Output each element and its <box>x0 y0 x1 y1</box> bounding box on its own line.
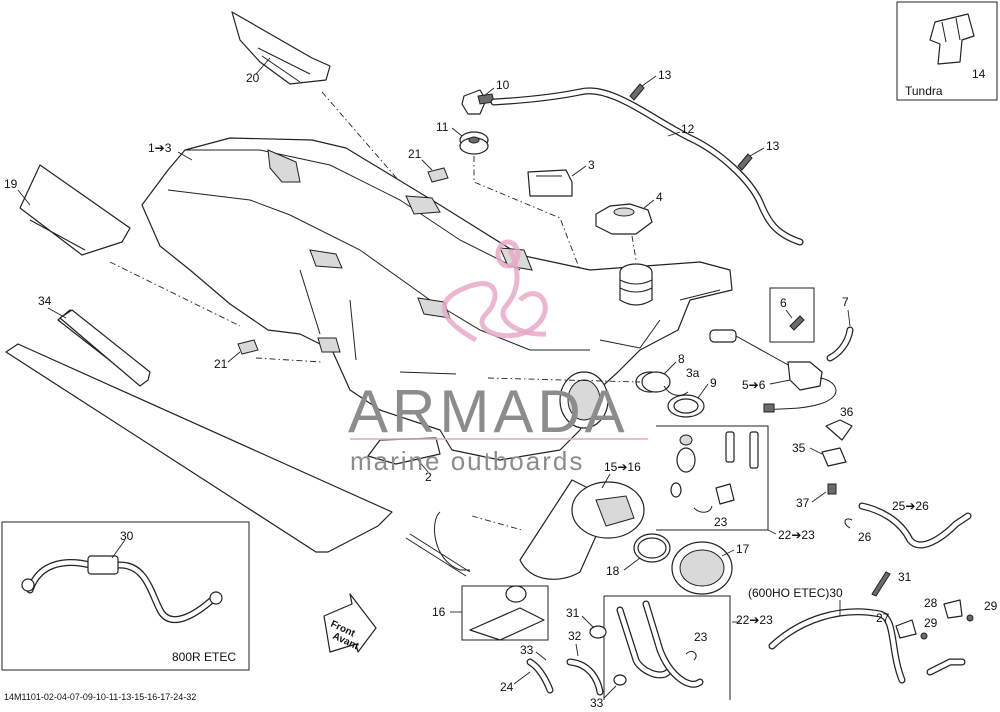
part-label-26-right: 26 <box>858 530 872 544</box>
fuel-pump-15 <box>519 479 645 580</box>
bracket-28 <box>943 599 963 619</box>
part-label-8: 8 <box>678 352 685 366</box>
part-label-1-3: 1➔3 <box>148 141 172 155</box>
part-label-14: 14 <box>972 67 986 81</box>
part-label-21-bottom: 21 <box>214 357 228 371</box>
part-label-33-left: 33 <box>520 643 534 657</box>
pad-34 <box>5 309 393 553</box>
watermark-brand: ARMADA <box>348 378 629 445</box>
part-label-15-16: 15➔16 <box>604 460 641 474</box>
part-label-30-inset: 30 <box>120 529 134 543</box>
part-label-13-top: 13 <box>658 68 672 82</box>
vent-hose-12 <box>490 87 804 246</box>
seal-18 <box>633 533 671 563</box>
part-label-21-top: 21 <box>408 147 422 161</box>
part-label-18: 18 <box>606 564 620 578</box>
bracket-27 <box>895 619 917 639</box>
plate-2 <box>367 437 441 465</box>
part-label-29-mid: 29 <box>924 616 938 630</box>
part-label-6: 6 <box>780 296 787 310</box>
part-label-19: 19 <box>4 177 18 191</box>
part-label-24: 24 <box>500 680 514 694</box>
part-label-29-right: 29 <box>984 599 998 613</box>
grommet-11 <box>459 131 489 155</box>
part-label-32: 32 <box>568 629 582 643</box>
part-label-13-right: 13 <box>766 139 780 153</box>
armada-watermark: ARMADA marine outboards <box>348 239 648 476</box>
part-label-9: 9 <box>710 376 717 390</box>
part-3a <box>663 385 689 396</box>
part-label-30-600ho: (600HO ETEC)30 <box>748 586 843 600</box>
part-label-33-lower: 33 <box>590 696 604 710</box>
vent-fitting-13-right <box>737 153 753 171</box>
part-label-36: 36 <box>840 405 854 419</box>
part-label-17: 17 <box>736 542 750 556</box>
lock-ring-17 <box>671 541 733 595</box>
cover-3 <box>527 169 573 197</box>
800r-etec-inset: 30 800R ETEC <box>1 521 250 671</box>
part-label-5-6: 5➔6 <box>742 378 766 392</box>
hose-7 <box>826 326 854 362</box>
part-label-34: 34 <box>38 294 52 308</box>
part-label-10: 10 <box>496 78 510 92</box>
part-label-28: 28 <box>924 596 938 610</box>
part-label-7: 7 <box>842 295 849 309</box>
bracket-36 <box>825 419 853 441</box>
800r-etec-inset-label: 800R ETEC <box>172 650 236 664</box>
part-label-22-23-upper: 22➔23 <box>778 528 815 542</box>
hose-24 <box>526 658 604 696</box>
armada-logo <box>441 239 548 343</box>
clamp-33-lower <box>613 674 627 686</box>
inset-16 <box>461 585 549 641</box>
part-label-31-right: 31 <box>898 570 912 584</box>
tundra-inset-label: Tundra <box>905 84 943 98</box>
fuel-tank <box>141 137 733 461</box>
vent-fitting-13-top <box>629 83 645 101</box>
part-label-2: 2 <box>425 470 432 484</box>
part-label-35: 35 <box>792 441 806 455</box>
part-label-31-lower: 31 <box>566 606 580 620</box>
clip-35 <box>821 447 847 467</box>
gasket-9 <box>667 394 705 418</box>
hose-25 <box>858 502 972 549</box>
clip-21-top <box>427 167 449 183</box>
part-label-4: 4 <box>656 190 663 204</box>
part-label-27: 27 <box>876 611 890 625</box>
screw-37 <box>827 483 837 495</box>
clip-21-bottom <box>237 339 259 355</box>
inset-23-components <box>656 425 769 531</box>
part-label-37: 37 <box>796 496 810 510</box>
inset-6 <box>769 287 815 343</box>
clamp-31-lower <box>589 625 607 639</box>
part-label-22-23-lower: 22➔23 <box>736 613 773 627</box>
part-label-16: 16 <box>432 605 446 619</box>
level-sensor-5 <box>709 329 837 413</box>
part-label-3: 3 <box>588 158 595 172</box>
part-label-25-26: 25➔26 <box>892 499 929 513</box>
part-label-23-upper: 23 <box>714 515 728 529</box>
vent-valve-10 <box>461 89 495 115</box>
part-label-3a: 3a <box>686 366 700 380</box>
tundra-inset: 14 Tundra <box>896 1 998 101</box>
fuel-cap-4 <box>595 203 653 235</box>
part-label-11: 11 <box>436 120 449 134</box>
panel-19 <box>19 164 131 256</box>
tie-31-right <box>871 571 891 597</box>
part-label-23-lower: 23 <box>694 630 708 644</box>
part-label-12: 12 <box>681 122 695 136</box>
watermark-tagline: marine outboards <box>350 446 584 476</box>
hose-30-600ho <box>768 608 966 684</box>
front-direction-arrow: Front Avant <box>323 593 377 653</box>
diagram-reference-code: 14M1101-02-04-07-09-10-11-13-15-16-17-24… <box>4 692 196 702</box>
part-label-20: 20 <box>246 71 260 85</box>
clamp-8 <box>635 371 671 393</box>
inset-22-23-lower <box>603 595 731 700</box>
